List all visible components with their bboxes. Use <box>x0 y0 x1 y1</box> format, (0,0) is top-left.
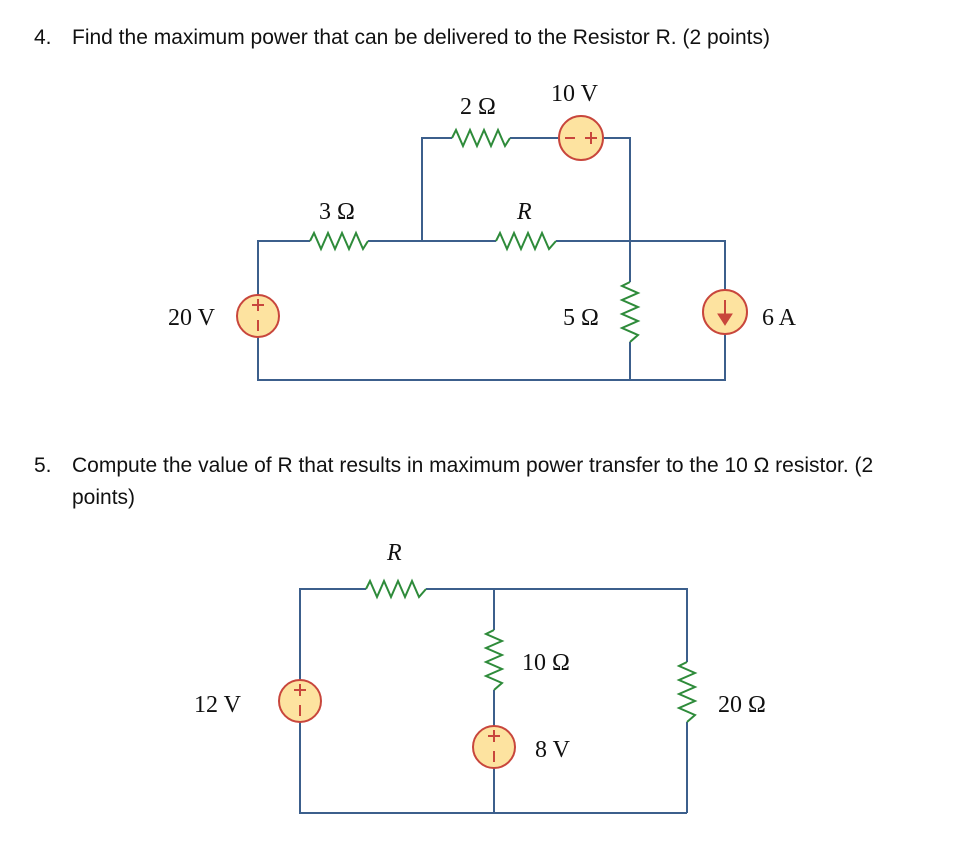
c2-wire-bottom <box>299 722 687 814</box>
c1-wire-vsrc-right <box>604 137 631 241</box>
circuit-1: 2 Ω 10 V 3 Ω R 20 V 5 Ω 6 A <box>168 81 797 381</box>
question-5-text-line1: Compute the value of R that results in m… <box>72 454 874 477</box>
c2-resistor-20ohm <box>676 661 698 723</box>
c1-arrow-down-icon-head <box>717 313 733 326</box>
c1-wire-bottom <box>257 334 726 381</box>
c1-resistor-2ohm <box>451 127 511 149</box>
c1-resistor-r <box>495 230 557 252</box>
c2-label-8v: 8 V <box>535 737 571 763</box>
c1-voltage-source-10v <box>558 115 604 161</box>
c1-wire-r-to-right <box>556 240 726 290</box>
c1-label-5ohm: 5 Ω <box>563 305 599 331</box>
c1-wire-node-up <box>421 137 452 241</box>
c1-resistor-3ohm <box>309 230 369 252</box>
circuit-2: R 10 Ω 12 V 8 V 20 Ω <box>194 540 766 814</box>
c2-resistor-r <box>365 578 427 600</box>
c1-voltage-source-20v <box>236 294 280 338</box>
c1-wire-left-top <box>257 240 310 295</box>
c1-label-10v: 10 V <box>551 81 599 107</box>
c1-label-3ohm: 3 Ω <box>319 199 355 225</box>
c1-label-r: R <box>516 199 532 225</box>
c2-label-r: R <box>386 540 402 566</box>
question-4: 4. Find the maximum power that can be del… <box>34 22 770 54</box>
c2-wire-r-to-right <box>426 588 688 662</box>
c1-label-6a: 6 A <box>762 305 797 331</box>
c1-resistor-5ohm <box>619 281 641 343</box>
c2-wire-left-top <box>299 588 366 680</box>
c1-label-20v: 20 V <box>168 305 216 331</box>
c2-label-10ohm: 10 Ω <box>522 650 570 676</box>
question-4-number: 4. <box>34 26 52 49</box>
c2-resistor-10ohm <box>483 629 505 691</box>
question-5: 5. Compute the value of R that results in… <box>34 450 934 514</box>
question-5-text-line2: points) <box>72 486 136 509</box>
c2-label-20ohm: 20 Ω <box>718 692 766 718</box>
question-4-text: Find the maximum power that can be deliv… <box>72 26 770 49</box>
c2-voltage-source-8v <box>472 725 516 769</box>
c2-label-12v: 12 V <box>194 692 242 718</box>
c2-voltage-source-12v <box>278 679 322 723</box>
c1-label-2ohm: 2 Ω <box>460 94 496 120</box>
question-5-number: 5. <box>34 454 52 477</box>
